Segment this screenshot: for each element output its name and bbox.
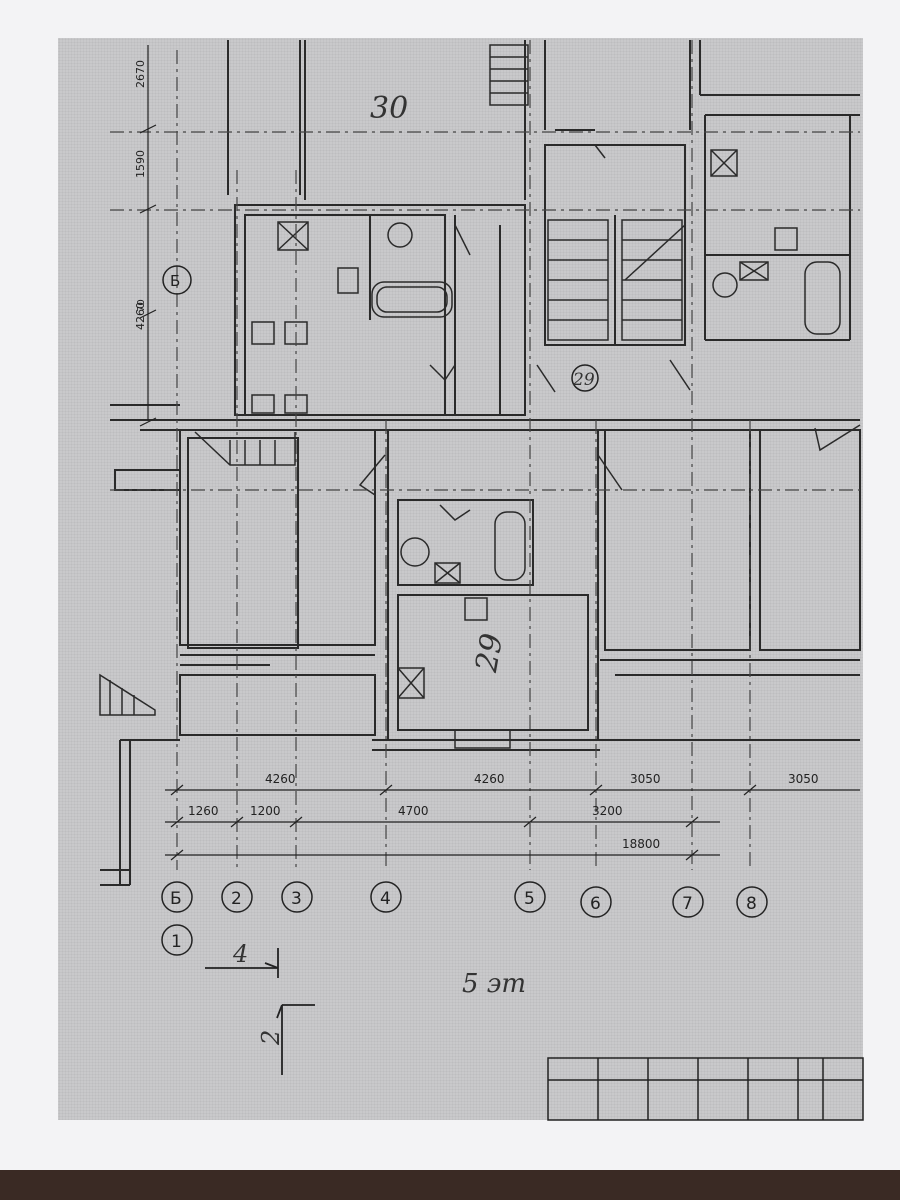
room-number-30: 30: [370, 91, 408, 126]
section-mark-4: 4: [232, 940, 248, 968]
axis-left-label: Б: [170, 272, 180, 290]
dim-left-4: 4260: [134, 302, 147, 330]
axis-bubbles: [161, 265, 768, 956]
axis-bubble-4: [370, 881, 402, 913]
room-number-29: 29: [469, 631, 510, 676]
axis-label-4: 4: [380, 889, 391, 909]
dim-row2-4: 3200: [592, 804, 623, 818]
grid-axes: [110, 40, 860, 870]
axis-bubble-3: [281, 881, 313, 913]
dim-row1-1: 4260: [265, 772, 296, 786]
dim-row2-1: 1260: [188, 804, 219, 818]
stairs: [99, 44, 686, 716]
axis-bubble-1: [161, 924, 193, 956]
axis-label-6: 6: [590, 894, 601, 914]
axis-bubble-left: [162, 265, 192, 295]
dim-row1-4: 3050: [788, 772, 819, 786]
dim-total: 18800: [622, 837, 660, 851]
dim-row1-3: 3050: [630, 772, 661, 786]
floor-note: 5 эт: [462, 969, 526, 999]
axis-bubble-8: [736, 886, 768, 918]
dim-left-1: 2670: [134, 60, 147, 88]
axis-bubble-6: [580, 886, 612, 918]
title-block: [547, 1057, 864, 1121]
dim-row1-2: 4260: [474, 772, 505, 786]
axis-label-7: 7: [682, 894, 693, 914]
walls: [100, 40, 861, 886]
stair-tag: 29: [572, 370, 595, 390]
axis-bubble-7: [672, 886, 704, 918]
axis-bubble-2: [221, 881, 253, 913]
dim-row2-2: 1200: [250, 804, 281, 818]
axis-label-5: 5: [524, 889, 535, 909]
axis-label-b: Б: [170, 889, 182, 909]
stair-tag-bubble: [571, 364, 599, 392]
fixtures: [251, 149, 841, 749]
axis-label-8: 8: [746, 894, 757, 914]
dim-left-2: 1590: [134, 150, 147, 178]
axis-label-1: 1: [171, 932, 182, 952]
dim-row2-3: 4700: [398, 804, 429, 818]
dim-left-3: 70: [136, 299, 147, 312]
section-mark-2: 2: [257, 1030, 285, 1046]
dimension-lines: [139, 45, 860, 861]
section-marks: [205, 948, 315, 1075]
axis-bubble-b: [161, 881, 193, 913]
doors: [358, 144, 861, 521]
axis-label-3: 3: [291, 889, 302, 909]
text-labels: 30 29 29 5 эт 4 2 2670 1590 70 4260 Б 42…: [134, 60, 819, 1046]
axis-label-2: 2: [231, 889, 242, 909]
axis-bubble-5: [514, 881, 546, 913]
